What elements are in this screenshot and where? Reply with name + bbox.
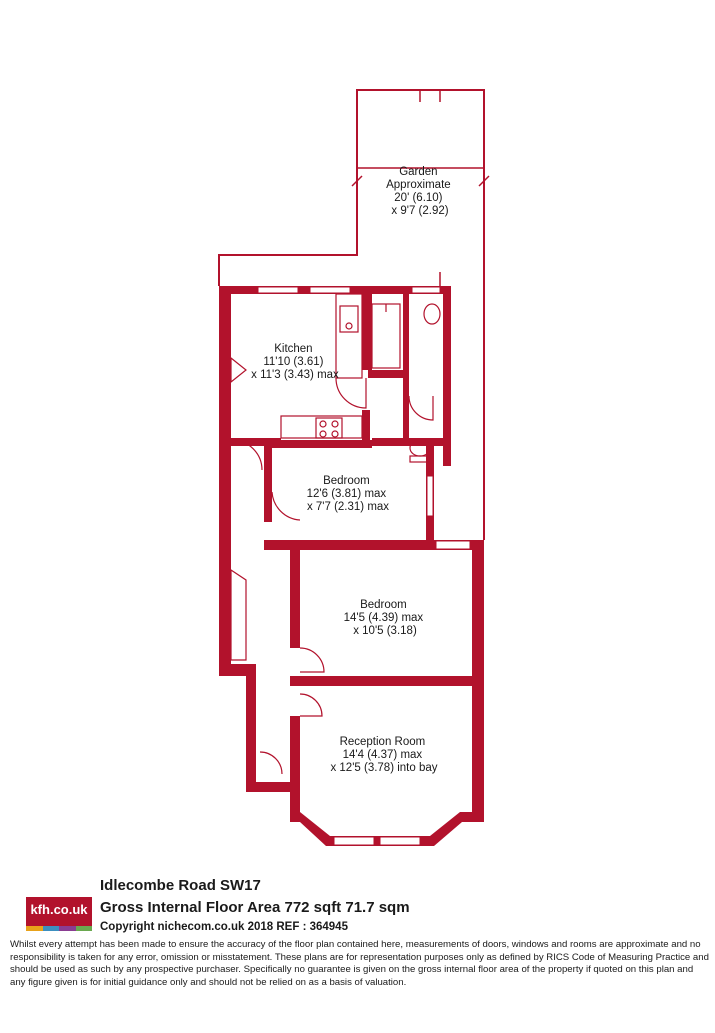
kitchen-dim-2: x 11'3 (3.43) max	[251, 369, 339, 381]
logo-stripe-4	[75, 926, 92, 931]
bedroom-small-label: Bedroom	[323, 475, 370, 487]
bedroom-large-dim-2: x 10'5 (3.18)	[353, 625, 417, 637]
logo-stripe-2	[42, 926, 59, 931]
garden-outline	[218, 89, 485, 540]
floor-area: Gross Internal Floor Area 772 sqft 71.7 …	[100, 899, 410, 916]
disclaimer-text: Whilst every attempt has been made to en…	[10, 939, 709, 988]
bedroom-large-dim-1: 14'5 (4.39) max	[344, 612, 424, 624]
logo-text: kfh.co.uk	[30, 902, 88, 917]
garden-dim-2: x 9'7 (2.92)	[391, 205, 448, 217]
logo-stripe-3	[59, 926, 76, 931]
svg-text:Bedroom 14'5 (4.39) max: Bedroom 14'5 (4.39) max x 10'5 (3.18)	[344, 599, 427, 637]
kitchen-dim-1: 11'10 (3.61)	[263, 356, 323, 368]
reception-dim-1: 14'4 (4.37) max	[343, 749, 423, 761]
logo-stripe-1	[26, 926, 43, 931]
svg-text:Garden Approximate 20': Garden Approximate 20' (6.10) x 9'7 (2.9…	[386, 166, 454, 217]
kitchen-label: Kitchen	[274, 343, 312, 355]
garden-label: Garden	[399, 166, 437, 178]
bedroom-small-dim-2: x 7'7 (2.31) max	[307, 501, 389, 513]
bedroom-small-dim-1: 12'6 (3.81) max	[307, 488, 387, 500]
svg-text:Reception Room 14'4 (4.37): Reception Room 14'4 (4.37) max x 12'5 (3…	[330, 736, 437, 774]
garden-dimension-markers	[351, 90, 490, 286]
copyright-ref: Copyright nichecom.co.uk 2018 REF : 3649…	[100, 921, 348, 933]
property-address: Idlecombe Road SW17	[100, 877, 261, 894]
logo-stripe	[26, 926, 92, 931]
reception-label: Reception Room	[340, 736, 426, 748]
floor-plan: Garden Approximate 20' (6.10) x 9'7 (2.9…	[218, 89, 490, 846]
windows	[257, 286, 471, 846]
bedroom-large-label: Bedroom	[360, 599, 407, 611]
garden-dim-1: 20' (6.10)	[394, 192, 442, 204]
garden-label-approx: Approximate	[386, 179, 451, 191]
svg-text:Kitchen 11'10 (3.61) x: Kitchen 11'10 (3.61) x 11'3 (3.43) max	[251, 343, 339, 381]
kfh-logo: kfh.co.uk	[26, 897, 92, 931]
reception-dim-2: x 12'5 (3.78) into bay	[330, 762, 437, 774]
interior-fittings	[230, 293, 441, 775]
svg-text:Bedroom 12'6 (3.81) max: Bedroom 12'6 (3.81) max x 7'7 (2.31) max	[307, 475, 390, 513]
